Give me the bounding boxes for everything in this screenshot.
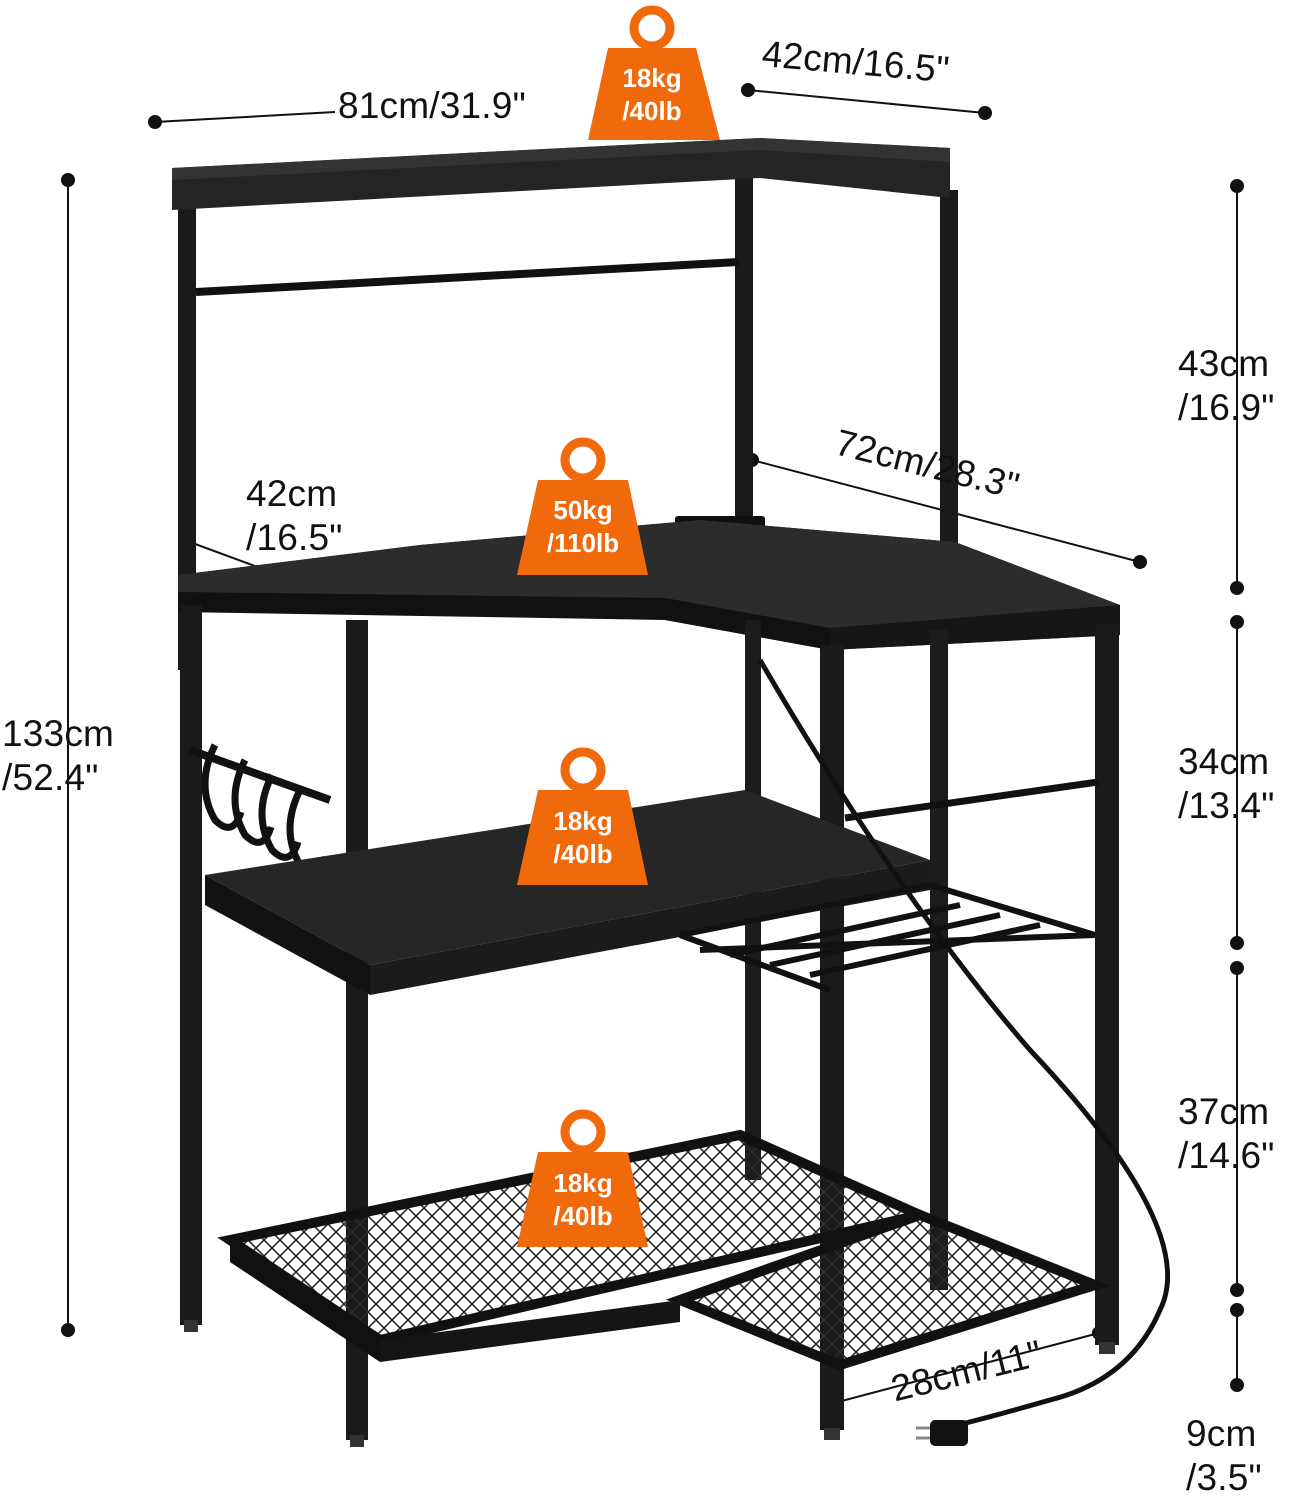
weight-label-top: 18kg /40lb [622,63,682,126]
weight-badge-desk [517,437,648,575]
total-height-label: 133cm /52.4" [2,713,115,798]
bottom-clearance-label: 9cm /3.5" [1186,1413,1262,1498]
top-width-label: 81cm/31.9" [338,85,526,126]
lower-gap-label: 37cm /14.6" [1178,1091,1275,1176]
middle-gap-label: 34cm /13.4" [1178,741,1275,826]
weight-badge-bottom [517,1109,648,1247]
weight-label-middle: 18kg /40lb [553,806,613,869]
weight-label-desk: 50kg /110lb [546,495,620,558]
weight-badge-middle [517,747,648,885]
weight-badge-top [588,5,720,140]
desk-depth-label: 42cm /16.5" [246,473,343,558]
hutch-height-label: 43cm /16.9" [1178,343,1275,428]
bakers-rack [172,138,1170,1447]
weight-label-bottom: 18kg /40lb [553,1168,613,1231]
